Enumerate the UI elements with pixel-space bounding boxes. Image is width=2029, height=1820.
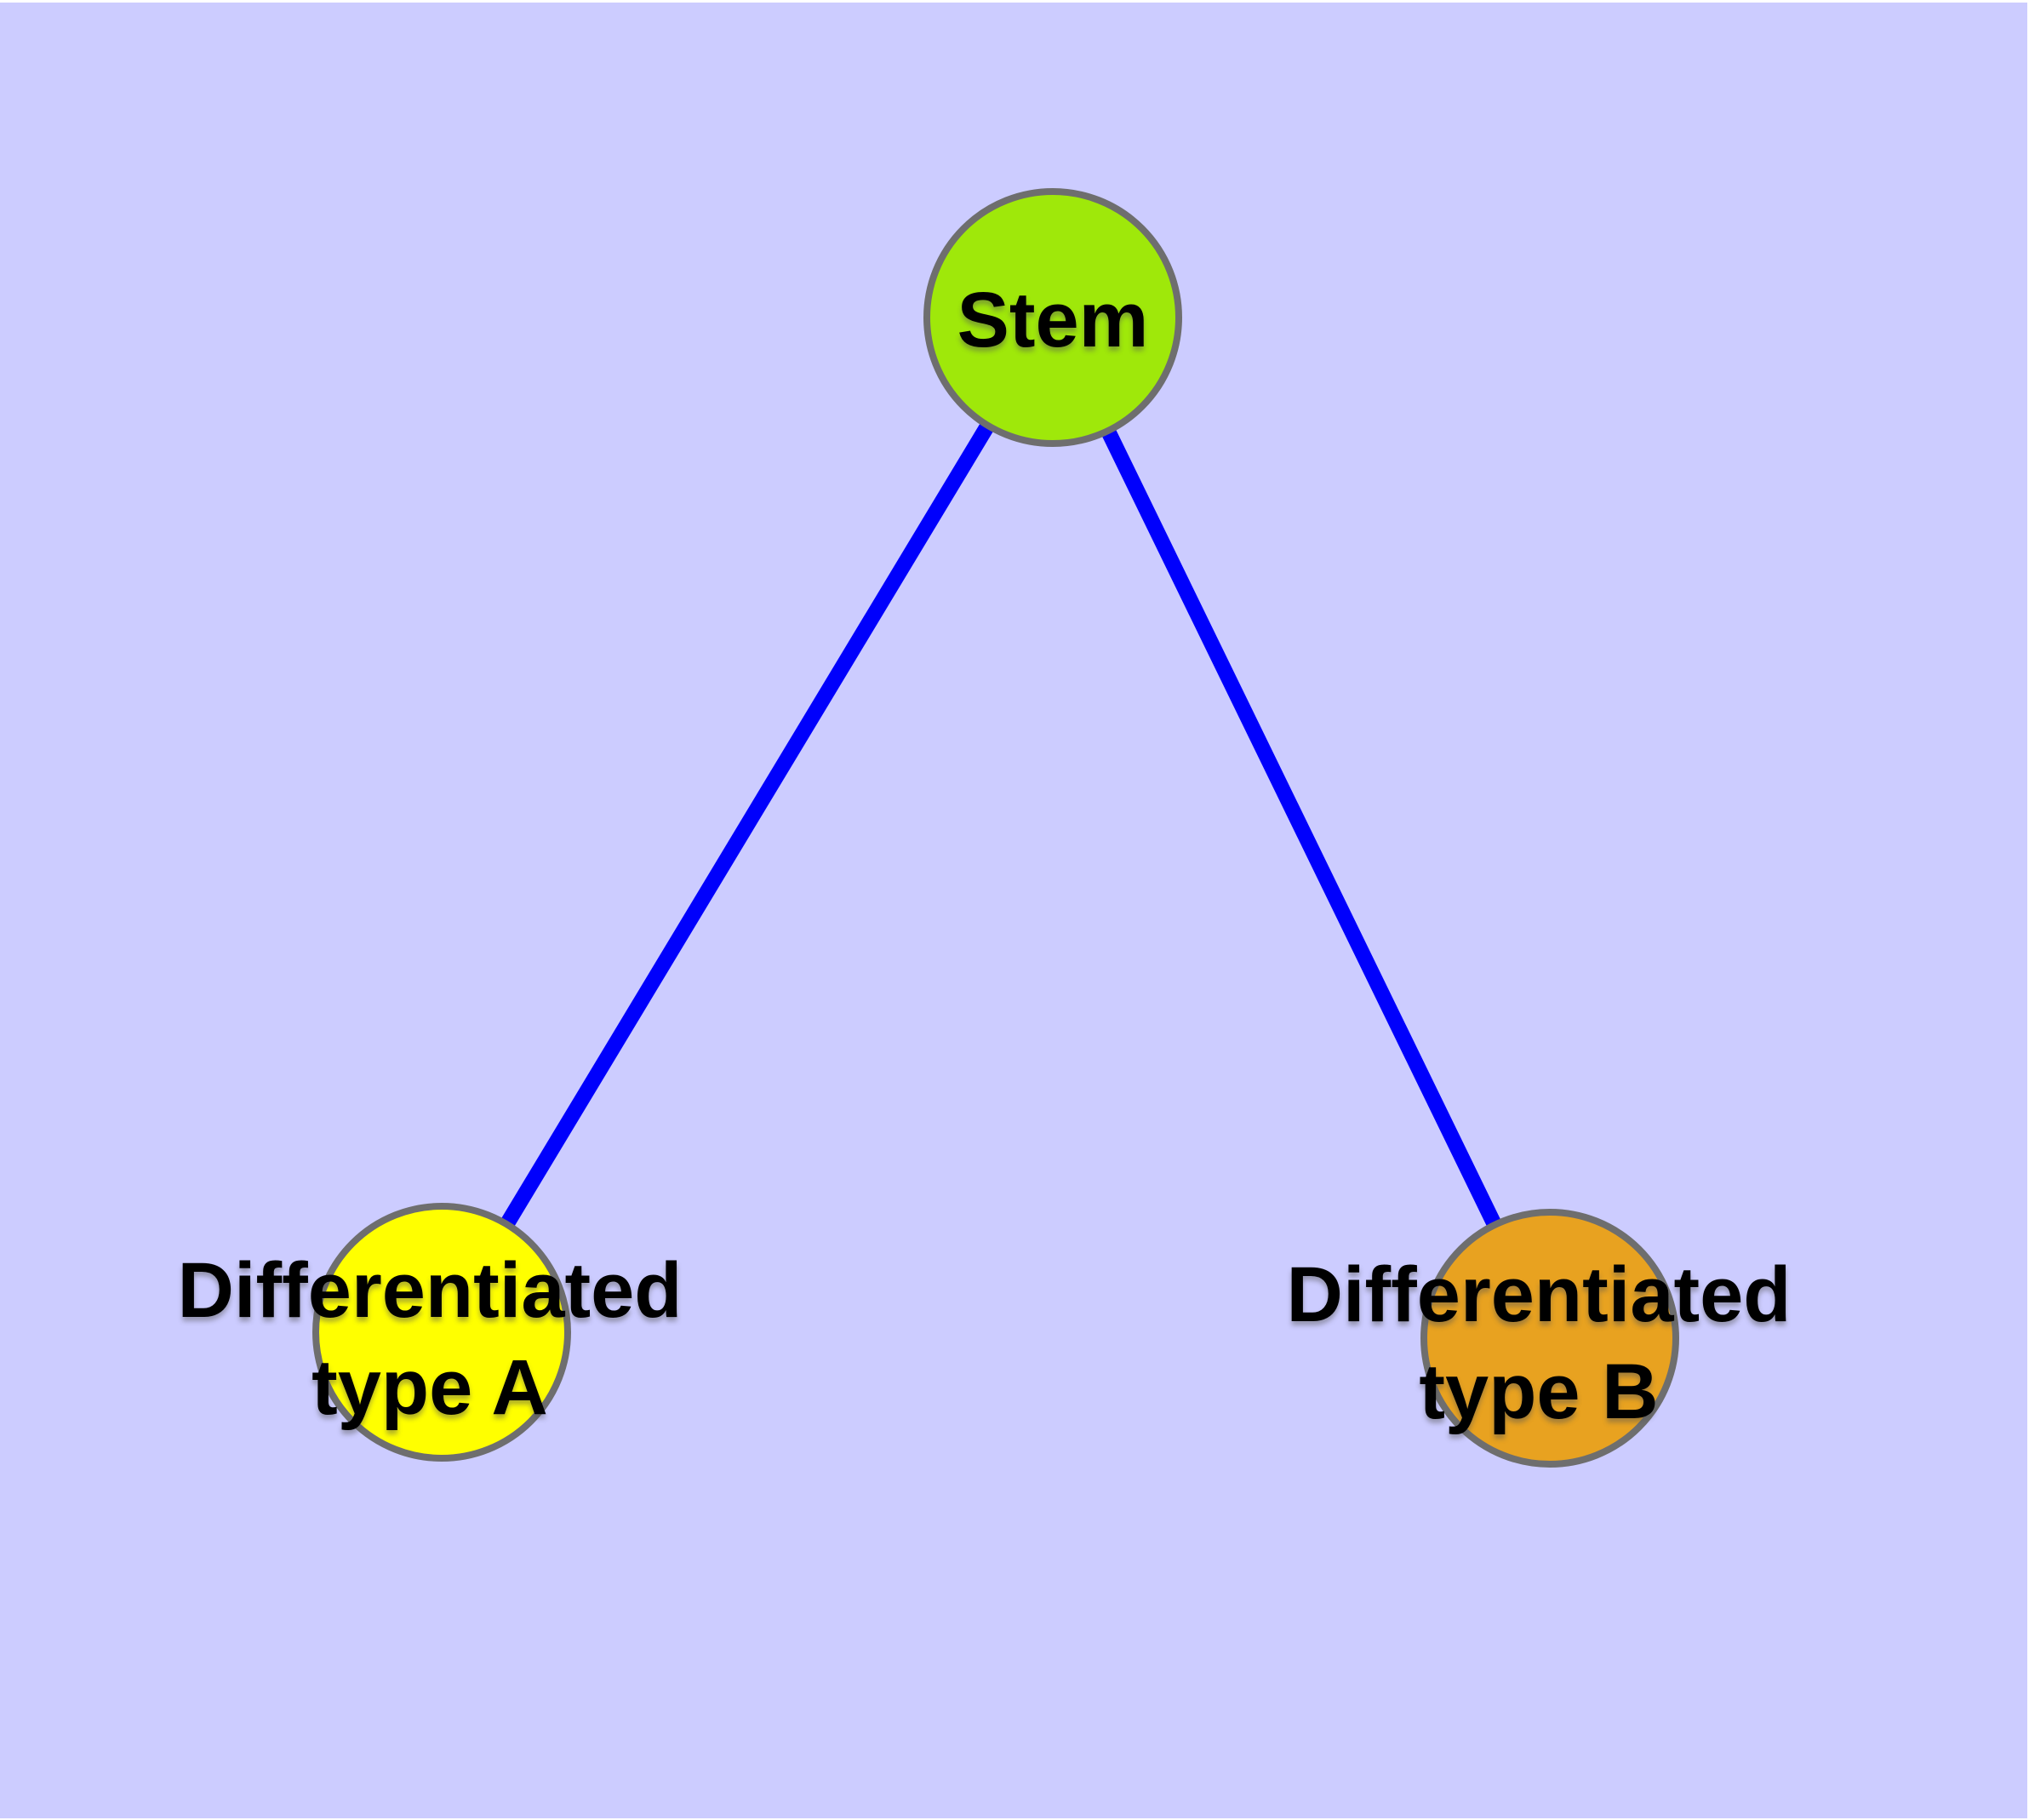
node-stem-label: Stem bbox=[957, 277, 1149, 363]
node-type-a-label: Differentiated type A bbox=[177, 1247, 683, 1431]
node-type-a-circle bbox=[312, 1203, 571, 1462]
edge-stem-to-type-b bbox=[1045, 314, 1557, 1342]
node-stem-circle bbox=[923, 188, 1182, 447]
edge-stem-to-type-a bbox=[435, 313, 1060, 1336]
node-type-b-label: Differentiated type B bbox=[1286, 1251, 1792, 1435]
node-type-b-circle bbox=[1420, 1209, 1679, 1468]
